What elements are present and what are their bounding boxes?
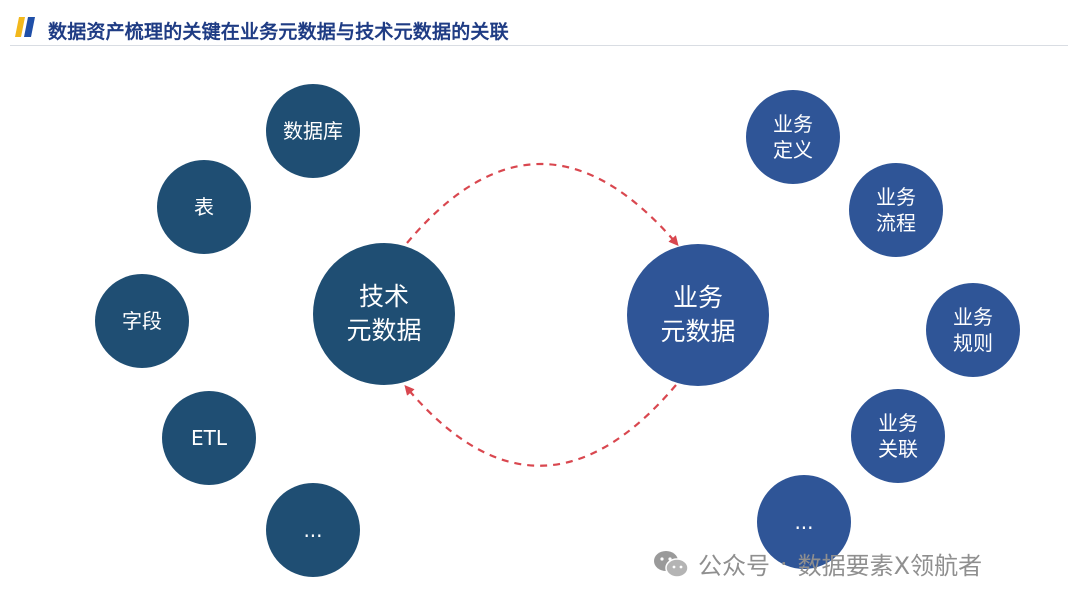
title-logo-icon — [15, 17, 35, 37]
tech-item-label: 数据库 — [283, 119, 343, 143]
wechat-icon — [654, 550, 689, 578]
biz-item-line2: 流程 — [876, 211, 916, 235]
biz-item-line1: ... — [794, 510, 814, 534]
tech-center-line1: 技术 — [358, 282, 409, 312]
tech-item-field: 字段 — [95, 274, 189, 368]
page-title: 数据资产梳理的关键在业务元数据与技术元数据的关联 — [48, 21, 509, 43]
biz-item-more: ... — [757, 475, 851, 569]
biz-item-rule: 业务 规则 — [926, 283, 1020, 377]
arrow-tech-to-biz — [406, 162, 679, 247]
biz-item-line1: 业务 — [878, 411, 918, 435]
tech-item-table: 表 — [157, 160, 251, 254]
biz-center-line1: 业务 — [672, 283, 723, 313]
tech-item-label: ... — [303, 518, 323, 542]
tech-metadata-center: 技术 元数据 — [313, 243, 455, 385]
biz-item-definition: 业务 定义 — [746, 90, 840, 184]
watermark-separator: · — [780, 549, 788, 578]
tech-item-label: 表 — [194, 195, 214, 219]
tech-center-line2: 元数据 — [346, 316, 422, 345]
tech-item-label: 字段 — [122, 309, 162, 333]
biz-item-association: 业务 关联 — [851, 389, 945, 483]
biz-item-line1: 业务 — [876, 185, 916, 209]
tech-item-label: ETL — [191, 426, 227, 450]
biz-item-line2: 关联 — [878, 437, 918, 461]
biz-item-line1: 业务 — [773, 112, 813, 136]
tech-item-database: 数据库 — [266, 84, 360, 178]
header: 数据资产梳理的关键在业务元数据与技术元数据的关联 — [0, 0, 1080, 46]
tech-item-etl: ETL — [162, 391, 256, 485]
tech-item-more: ... — [266, 483, 360, 577]
watermark-name: 数据要素X领航者 — [797, 552, 983, 580]
header-divider — [10, 45, 1068, 46]
biz-item-line1: 业务 — [953, 305, 993, 329]
watermark-label: 公众号 — [698, 552, 770, 580]
biz-item-process: 业务 流程 — [849, 163, 943, 257]
biz-metadata-center: 业务 元数据 — [627, 244, 769, 386]
arrow-biz-to-tech — [404, 384, 677, 467]
watermark: 公众号 · 数据要素X领航者 — [652, 546, 982, 581]
biz-item-line2: 定义 — [773, 138, 813, 162]
biz-item-line2: 规则 — [953, 331, 993, 355]
biz-center-line2: 元数据 — [660, 317, 736, 346]
